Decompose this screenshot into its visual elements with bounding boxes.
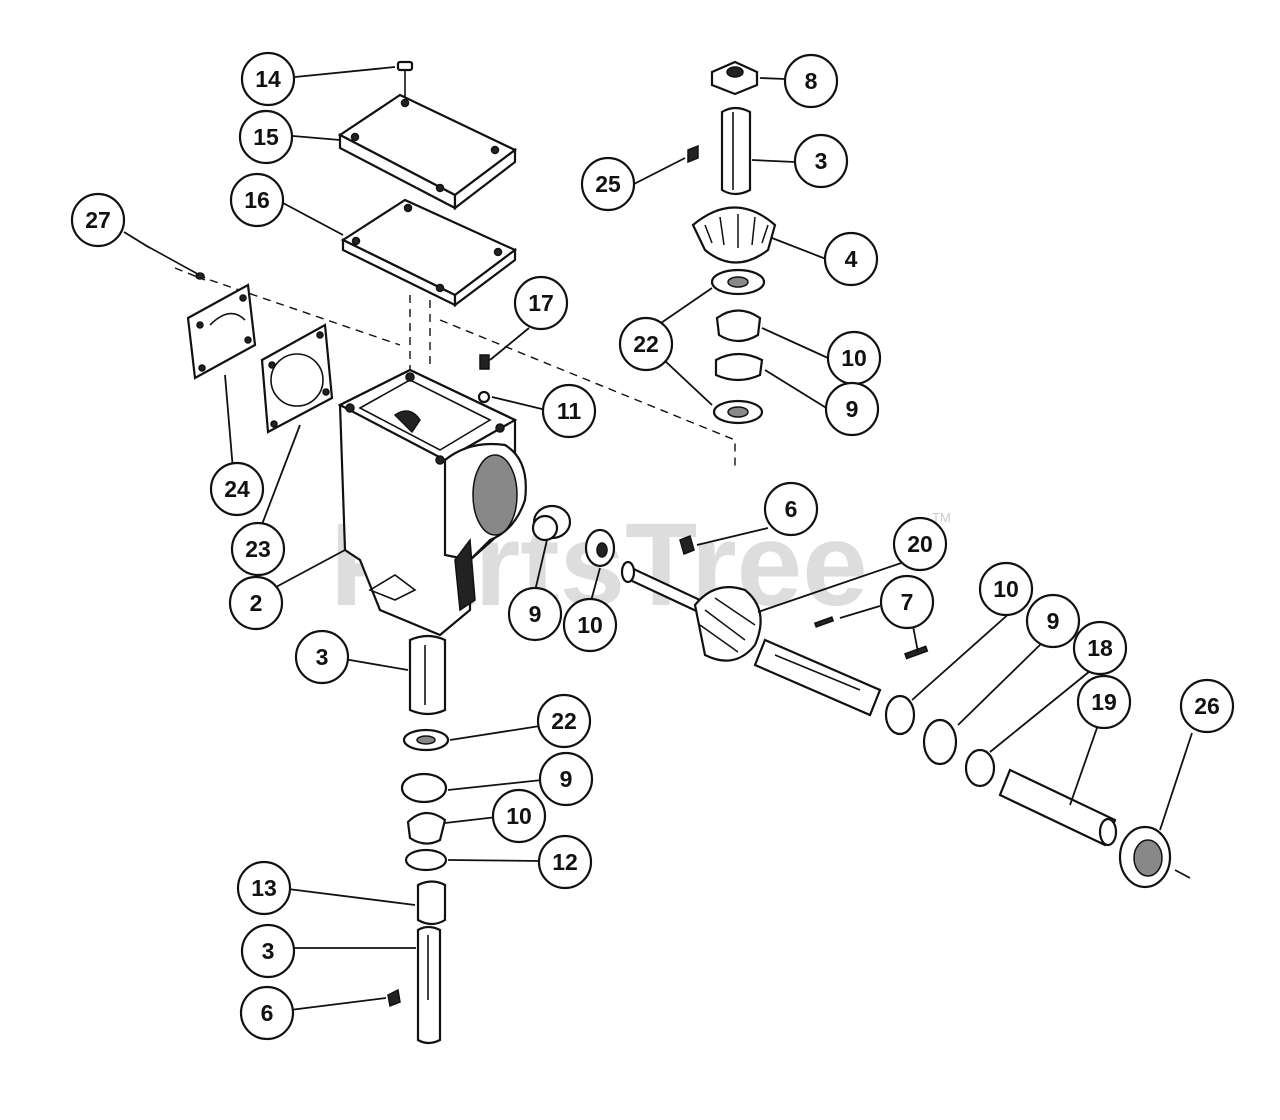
svg-text:7: 7 [901,589,914,615]
callout-3-mid: 3 [294,629,350,685]
callout-24: 24 [209,461,265,517]
svg-text:22: 22 [633,331,659,357]
callout-6-mid: 6 [763,481,819,537]
callout-16: 16 [229,172,285,228]
callout-6-bottom: 6 [239,985,295,1041]
svg-text:10: 10 [577,612,603,638]
callout-22-bottom: 22 [536,693,592,749]
callout-20: 20 [892,516,948,572]
callout-13: 13 [236,860,292,916]
callout-7: 7 [879,574,935,630]
callout-17: 17 [513,275,569,331]
callout-2: 2 [228,575,284,631]
side-plate-part [186,283,257,380]
svg-text:3: 3 [815,148,828,174]
svg-text:9: 9 [560,766,573,792]
callout-10-top: 10 [826,330,882,386]
callout-23: 23 [230,521,286,577]
upper-shaft-assembly [687,60,777,425]
callout-27: 27 [70,192,126,248]
leader-lines [123,66,1193,1011]
cover-plate-part [337,93,518,211]
svg-text:12: 12 [552,849,578,875]
svg-text:9: 9 [1047,608,1060,634]
callout-9-bottom: 9 [538,751,594,807]
callout-18: 18 [1072,620,1128,676]
svg-text:26: 26 [1194,693,1220,719]
callout-9-top: 9 [824,381,880,437]
set-screw-part [477,354,491,404]
callout-11: 11 [541,383,597,439]
callout-14: 14 [240,51,296,107]
svg-text:3: 3 [316,644,329,670]
callout-15: 15 [238,109,294,165]
svg-text:9: 9 [529,601,542,627]
svg-text:18: 18 [1087,635,1113,661]
watermark-trademark: TM [932,510,951,525]
svg-text:17: 17 [528,290,554,316]
callout-3-bottom: 3 [240,923,296,979]
svg-text:19: 19 [1091,689,1117,715]
svg-text:10: 10 [993,576,1019,602]
svg-text:9: 9 [846,396,859,422]
svg-text:14: 14 [255,66,281,92]
callout-9-mid: 9 [507,586,563,642]
svg-text:10: 10 [841,345,867,371]
callout-25: 25 [580,156,636,212]
callout-9-right: 9 [1025,593,1081,649]
stud-part [144,244,206,280]
svg-text:13: 13 [251,875,277,901]
svg-text:8: 8 [805,68,818,94]
callout-3-top: 3 [793,133,849,189]
lower-shaft-assembly [387,634,450,1045]
callout-12: 12 [537,834,593,890]
gear-housing-part [337,368,527,637]
svg-text:24: 24 [224,476,250,502]
svg-text:16: 16 [244,187,270,213]
svg-text:15: 15 [253,124,279,150]
svg-text:23: 23 [245,536,271,562]
callout-10-mid: 10 [562,597,618,653]
callout-8: 8 [783,53,839,109]
callout-4: 4 [823,231,879,287]
callout-19: 19 [1076,674,1132,730]
svg-text:4: 4 [845,246,858,272]
callout-26: 26 [1179,678,1235,734]
svg-text:6: 6 [261,1000,274,1026]
screw-part [396,60,414,100]
callout-22-top: 22 [618,316,674,372]
svg-text:27: 27 [85,207,111,233]
gasket-plate-part [340,198,518,308]
side-gasket-part [260,323,334,434]
svg-text:25: 25 [595,171,621,197]
callout-10-bottom: 10 [491,788,547,844]
svg-text:11: 11 [557,398,582,424]
svg-text:3: 3 [262,938,275,964]
callout-10-right: 10 [978,561,1034,617]
horizontal-shaft-assembly [531,504,1191,889]
svg-text:10: 10 [506,803,532,829]
svg-text:20: 20 [907,531,933,557]
svg-text:22: 22 [551,708,577,734]
svg-text:2: 2 [250,590,263,616]
svg-text:6: 6 [785,496,798,522]
